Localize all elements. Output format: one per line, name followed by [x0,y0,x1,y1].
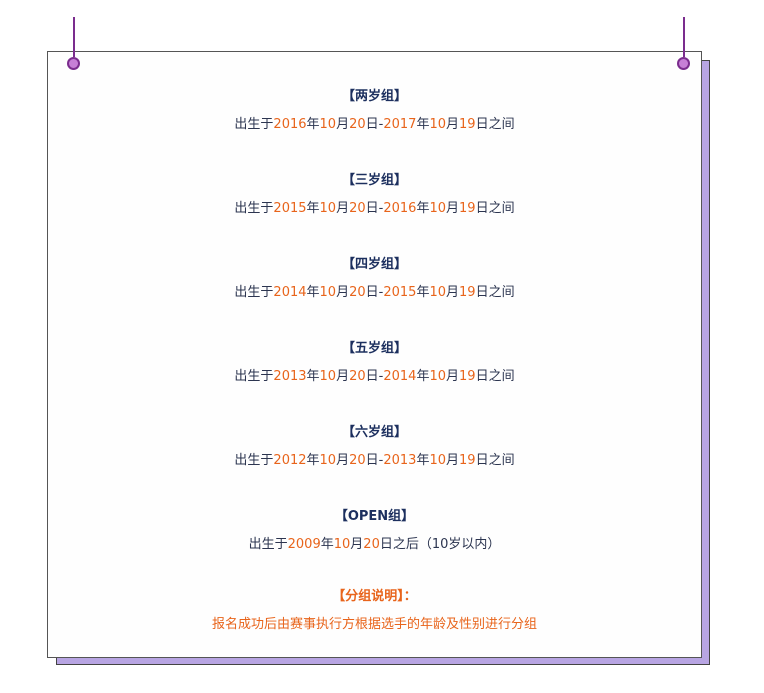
age-group-4: 【四岁组】 出生于2014年10月20日-2015年10月19日之间 [47,256,702,302]
age-group-3: 【三岁组】 出生于2015年10月20日-2016年10月19日之间 [47,172,702,218]
birth-range: 出生于2009年10月20日之后（10岁以内） [248,537,501,552]
age-group-5: 【五岁组】 出生于2013年10月20日-2014年10月19日之间 [47,340,702,386]
age-group-open: 【OPEN组】 出生于2009年10月20日之后（10岁以内） [47,508,702,554]
group-title: 【四岁组】 [341,257,407,272]
age-group-6: 【六岁组】 出生于2012年10月20日-2013年10月19日之间 [47,424,702,470]
right-pin-line [683,17,685,57]
right-pin-icon [677,57,690,70]
group-title: 【OPEN组】 [334,509,415,524]
birth-range: 出生于2013年10月20日-2014年10月19日之间 [234,369,515,384]
group-title: 【三岁组】 [341,173,407,188]
info-card [47,51,702,658]
left-pin-icon [67,57,80,70]
group-title: 【五岁组】 [341,341,407,356]
birth-range: 出生于2016年10月20日-2017年10月19日之间 [234,117,515,132]
note-text: 报名成功后由赛事执行方根据选手的年龄及性别进行分组 [211,617,537,632]
left-pin-line [73,17,75,57]
group-title: 【六岁组】 [341,425,407,440]
age-group-2: 【两岁组】 出生于2016年10月20日-2017年10月19日之间 [47,88,702,134]
birth-range: 出生于2012年10月20日-2013年10月19日之间 [234,453,515,468]
note-title: 【分组说明】： [332,589,417,604]
group-title: 【两岁组】 [341,89,407,104]
birth-range: 出生于2014年10月20日-2015年10月19日之间 [234,285,515,300]
birth-range: 出生于2015年10月20日-2016年10月19日之间 [234,201,515,216]
grouping-note: 【分组说明】： 报名成功后由赛事执行方根据选手的年龄及性别进行分组 [47,588,702,634]
